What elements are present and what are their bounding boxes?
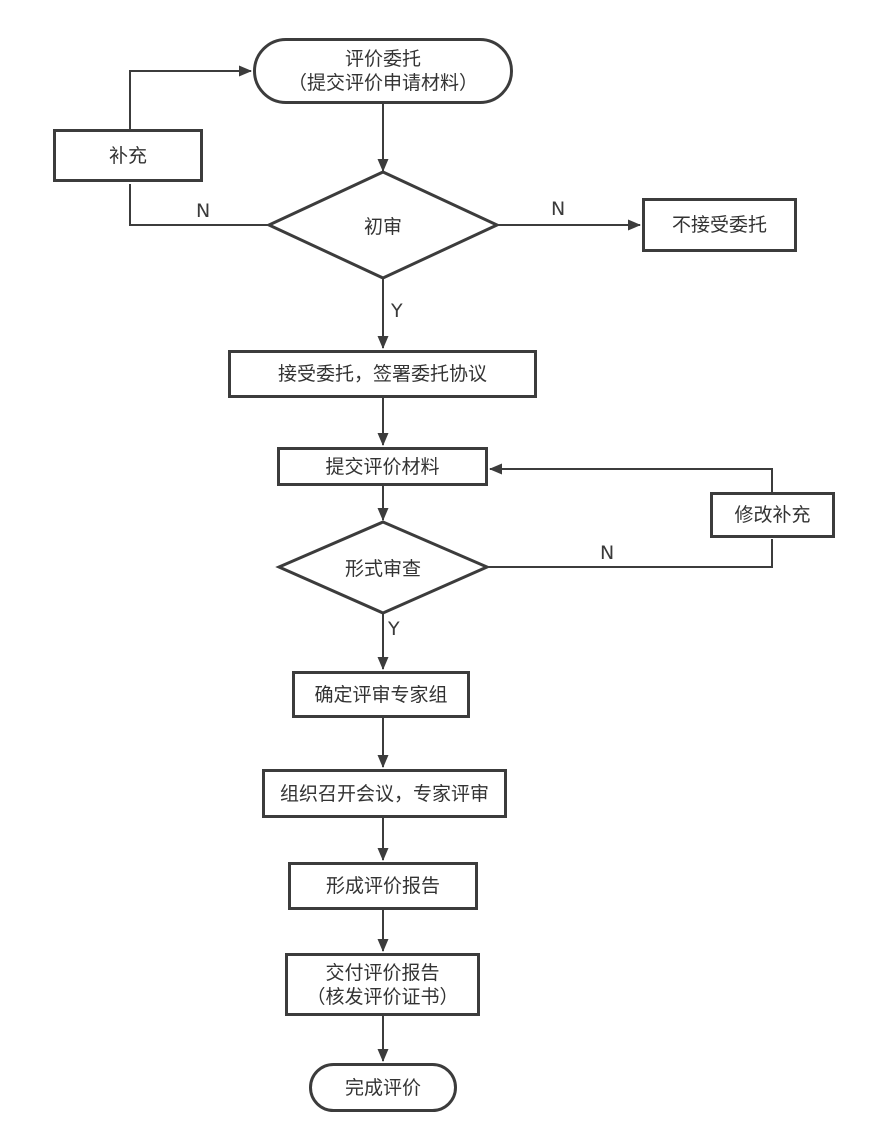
node-submit-materials-label: 提交评价材料 [325, 455, 440, 478]
edge-revise-to-submit [489, 463, 773, 492]
node-deliver-label-line1: 交付评价报告 [325, 961, 440, 984]
edge-label-preliminary-yes: Y [391, 300, 403, 322]
node-reject-label: 不接受委托 [671, 214, 767, 236]
decision-preliminary-review-shape [265, 170, 501, 280]
node-supplement: 补充 [53, 129, 203, 182]
node-start: 评价委托 （提交评价申请材料） [253, 38, 513, 104]
decision-formal-review-label: 形式审查 [344, 558, 421, 580]
node-meeting: 组织召开会议，专家评审 [262, 769, 507, 818]
edge-preliminary-no-to-supplement [129, 184, 269, 226]
edge-supplement-to-start [129, 65, 252, 129]
node-report: 形成评价报告 [288, 862, 478, 910]
edge-label-preliminary-no-right: N [551, 198, 566, 220]
node-start-label-line1: 评价委托 [344, 48, 421, 70]
node-deliver-label-line2: （核发评价证书） [306, 985, 459, 1008]
node-start-label-line2: （提交评价申请材料） [287, 72, 478, 94]
edge-formal-no-to-revise [487, 539, 773, 568]
node-expert-group: 确定评审专家组 [292, 671, 470, 718]
node-end-label: 完成评价 [344, 1076, 421, 1099]
node-submit-materials: 提交评价材料 [277, 447, 488, 486]
node-accept: 接受委托，签署委托协议 [228, 350, 537, 398]
node-revise-label: 修改补充 [734, 504, 811, 526]
node-expert-group-label: 确定评审专家组 [314, 683, 448, 706]
node-revise: 修改补充 [710, 492, 835, 538]
decision-formal-review-shape [275, 520, 491, 615]
edge-label-preliminary-no-left: N [196, 200, 211, 222]
node-meeting-label: 组织召开会议，专家评审 [279, 782, 489, 805]
decision-preliminary-review-label: 初审 [363, 215, 402, 238]
node-accept-label: 接受委托，签署委托协议 [277, 363, 487, 385]
node-reject: 不接受委托 [642, 198, 797, 252]
node-supplement-label: 补充 [108, 144, 147, 167]
node-deliver: 交付评价报告 （核发评价证书） [285, 953, 480, 1016]
edge-label-formal-no: N [600, 542, 615, 564]
node-end: 完成评价 [309, 1063, 457, 1112]
node-report-label: 形成评价报告 [325, 875, 440, 897]
edge-label-formal-yes: Y [388, 618, 400, 640]
